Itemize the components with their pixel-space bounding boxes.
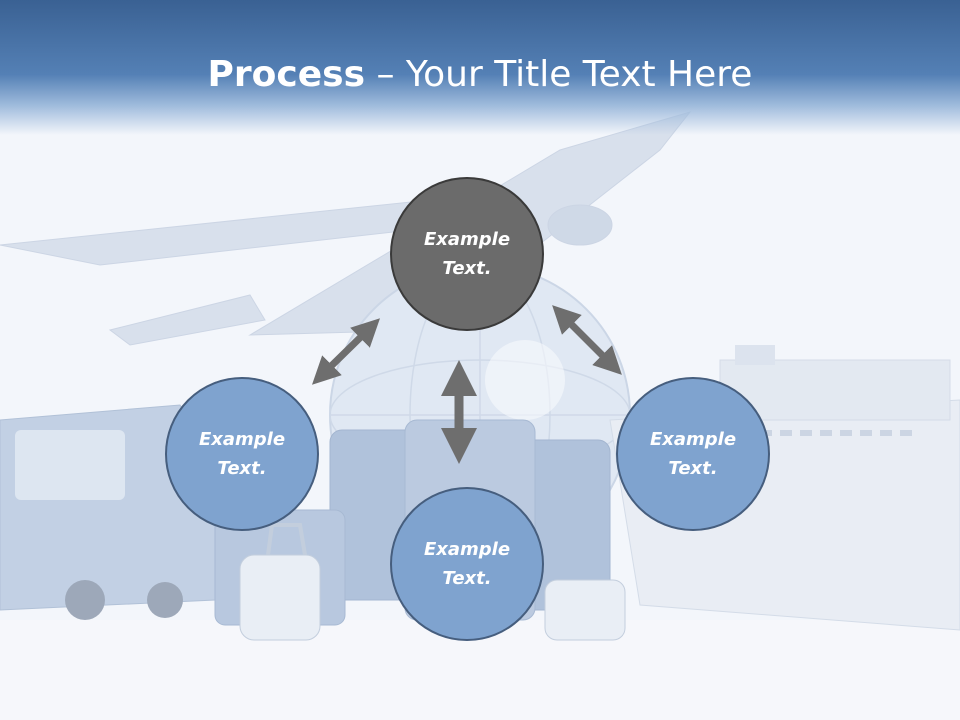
process-node-top[interactable]: Example Text. [390, 177, 544, 331]
title-bold: Process [207, 54, 366, 95]
title-rest: – Your Title Text Here [365, 54, 753, 95]
process-node-bottom[interactable]: Example Text. [390, 487, 544, 641]
page-title: Process – Your Title Text Here [0, 52, 960, 98]
ship-icon [609, 345, 960, 631]
process-node-bottom-label: Example Text. [423, 539, 511, 589]
arrow-top-left [311, 318, 381, 385]
bus-icon [0, 404, 216, 620]
process-node-top-label: Example Text. [423, 229, 511, 279]
process-node-left[interactable]: Example Text. [165, 377, 319, 531]
title-bar [0, 0, 960, 135]
arrow-top-right [552, 305, 622, 375]
process-node-left-label: Example Text. [198, 429, 286, 479]
process-node-right[interactable]: Example Text. [616, 377, 770, 531]
process-node-right-label: Example Text. [649, 429, 737, 479]
